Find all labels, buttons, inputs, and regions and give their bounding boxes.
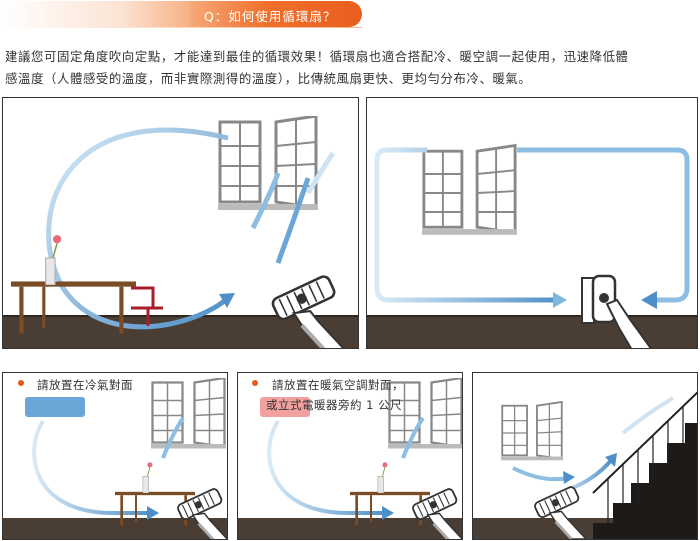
header-underline: [0, 27, 362, 28]
intro-line-2: 感溫度（人體感受的溫度，而非實際測得的溫度），比傳統風扇更快、更均勻分布冷、暖氣…: [5, 71, 532, 86]
page-title: Q：如何使用循環扇？: [204, 9, 337, 24]
note-bullet: [18, 380, 24, 386]
placement-note-warm-1: 請放置在暖氣空調對面，: [272, 378, 404, 392]
placement-note-warm-2: 或立式電暖器旁約 1 公尺: [266, 398, 403, 412]
note-bullet: [252, 380, 258, 386]
placement-note-cold: 請放置在冷氣對面: [37, 378, 133, 392]
window-icon: [151, 378, 226, 450]
circulator-fan-icon: [591, 274, 652, 348]
window-icon: [501, 400, 563, 462]
air-conditioner-icon: [25, 397, 85, 417]
scene-panel-living-room: [2, 97, 359, 349]
header-bar: Q：如何使用循環扇？: [0, 0, 700, 30]
scene-panel-air-conditioner: 請放置在冷氣對面: [2, 372, 228, 540]
scene-illustration: [367, 144, 697, 348]
staircase-icon: [592, 391, 697, 539]
scene-illustration: [3, 378, 227, 539]
window-icon: [422, 144, 517, 237]
flower-vase-icon: [142, 461, 154, 493]
header-pill: [190, 1, 362, 27]
scene-illustration: [238, 378, 462, 539]
heater-unit-icon: [260, 397, 310, 417]
intro-paragraph: 建議您可固定角度吹向定點，才能達到最佳的循環效果！循環扇也適合搭配冷、暖空調一起…: [5, 46, 695, 90]
intro-line-1: 建議您可固定角度吹向定點，才能達到最佳的循環效果！循環扇也適合搭配冷、暖空調一起…: [5, 49, 629, 64]
header-fade: [0, 1, 200, 27]
scene-illustration: [473, 391, 697, 539]
scene-panel-circulation: [366, 97, 698, 349]
scene-panel-staircase: [472, 372, 698, 540]
flower-vase-icon: [377, 461, 389, 493]
scene-panel-heater: 請放置在暖氣空調對面， 或立式電暖器旁約 1 公尺: [237, 372, 463, 540]
scene-illustration: [3, 116, 358, 348]
